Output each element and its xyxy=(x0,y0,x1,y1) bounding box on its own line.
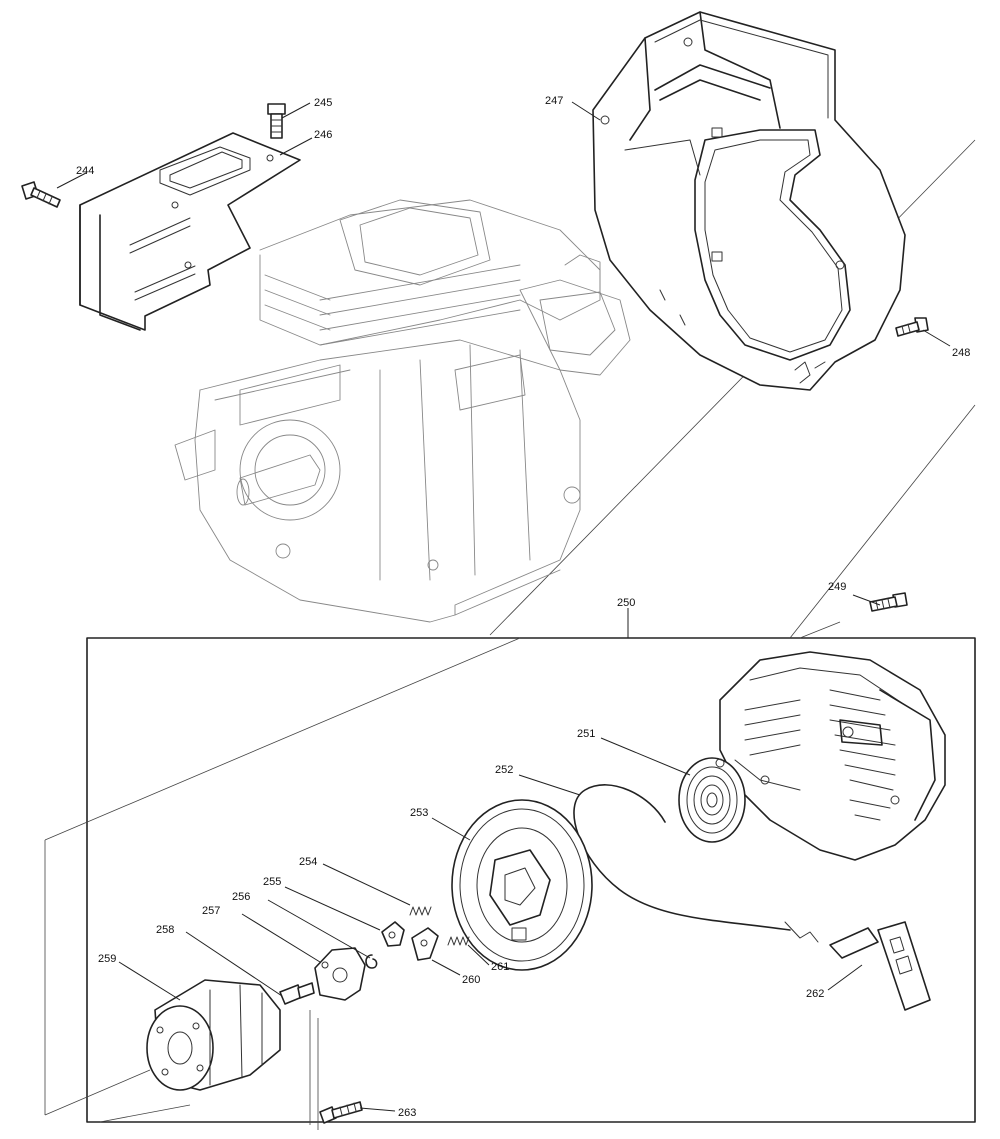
rope-pulley xyxy=(451,799,593,971)
bolt-248 xyxy=(895,317,929,337)
leader-lines xyxy=(56,101,951,1112)
callout-261: 261 xyxy=(491,961,509,973)
callout-250: 250 xyxy=(617,597,635,609)
callout-263: 263 xyxy=(398,1107,416,1119)
callout-257: 257 xyxy=(202,905,220,917)
starter-handle xyxy=(829,921,931,1011)
ratchet-255 xyxy=(381,921,405,947)
callout-244: 244 xyxy=(76,165,94,177)
callout-254: 254 xyxy=(299,856,317,868)
callout-247: 247 xyxy=(545,95,563,107)
callout-labels: 244 245 246 247 248 249 250 251 252 253 … xyxy=(76,95,970,1119)
callout-248: 248 xyxy=(952,347,970,359)
recoil-spring xyxy=(678,757,746,843)
bolt-249 xyxy=(869,592,908,612)
starter-assembly-frame xyxy=(86,637,976,1123)
callout-260: 260 xyxy=(462,974,480,986)
engine-bracket xyxy=(79,132,301,331)
screw-258 xyxy=(279,982,315,1005)
bolt-244 xyxy=(21,181,61,208)
callout-253: 253 xyxy=(410,807,428,819)
engine-block xyxy=(174,199,631,623)
callout-252: 252 xyxy=(495,764,513,776)
spring-261 xyxy=(447,936,470,946)
clip-256 xyxy=(365,954,378,969)
bolt-245 xyxy=(267,103,286,139)
ratchet-260 xyxy=(411,927,439,961)
callout-251: 251 xyxy=(577,728,595,740)
starter-cup xyxy=(146,979,281,1091)
bolt-263 xyxy=(319,1101,363,1124)
callout-249: 249 xyxy=(828,581,846,593)
callout-246: 246 xyxy=(314,129,332,141)
reference-lines xyxy=(44,139,976,1130)
callout-262: 262 xyxy=(806,988,824,1000)
callout-245: 245 xyxy=(314,97,332,109)
callout-259: 259 xyxy=(98,953,116,965)
callout-258: 258 xyxy=(156,924,174,936)
blower-housing xyxy=(592,11,906,391)
starter-case xyxy=(719,651,946,861)
callout-255: 255 xyxy=(263,876,281,888)
spring-254 xyxy=(409,906,432,916)
friction-plate xyxy=(314,947,366,1001)
callout-256: 256 xyxy=(232,891,250,903)
